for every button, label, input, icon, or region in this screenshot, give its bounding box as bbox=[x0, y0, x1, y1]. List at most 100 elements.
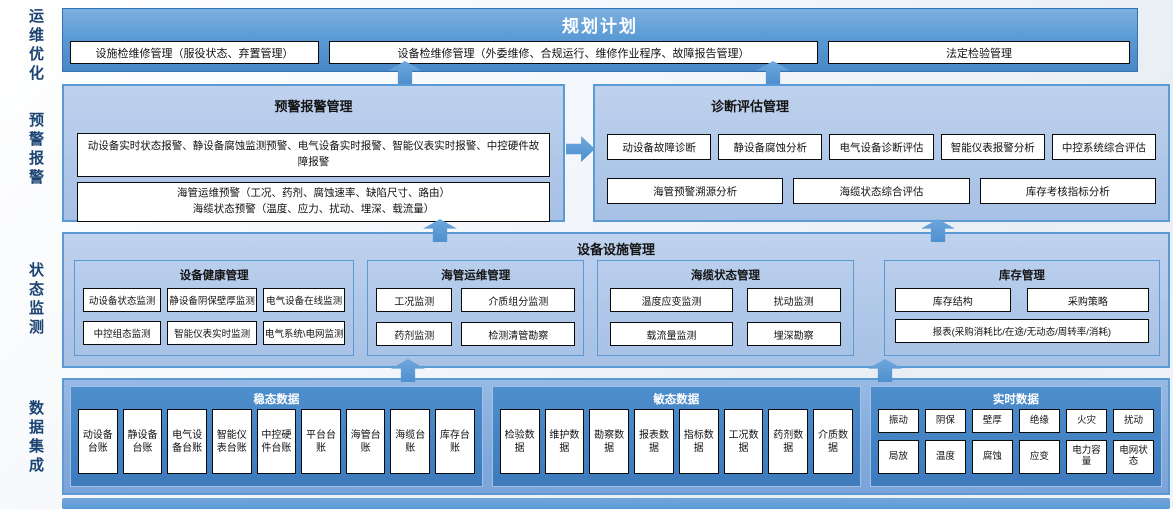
data-box: 平台台账 bbox=[301, 409, 341, 474]
module-box: 检测清管勘察 bbox=[461, 322, 576, 346]
group-title: 稳态数据 bbox=[253, 394, 300, 406]
data-box: 维护数据 bbox=[544, 409, 585, 474]
group-items: 检验数据维护数据勘察数据报表数据指标数据工况数据药剂数据介质数据 bbox=[499, 409, 853, 474]
module-box: 动设备故障诊断 bbox=[607, 134, 712, 160]
alarm-panel-title: 预警报警管理 bbox=[274, 99, 353, 114]
diagnosis-row-2: 海管预警溯源分析海缆状态综合评估库存考核指标分析 bbox=[607, 178, 1156, 204]
data-box: 电网状态 bbox=[1112, 439, 1154, 474]
data-box: 温度 bbox=[924, 439, 966, 474]
module-box: 工况监测 bbox=[376, 288, 453, 312]
module-box: 电气系统\电网监测 bbox=[263, 321, 346, 345]
module-box: 采购策略 bbox=[1026, 288, 1149, 312]
data-box: 药剂数据 bbox=[768, 409, 809, 474]
group-sensitive-data: 敏态数据 检验数据维护数据勘察数据报表数据指标数据工况数据药剂数据介质数据 bbox=[491, 386, 861, 487]
module-box: 中控组态监测 bbox=[83, 321, 162, 345]
group-title: 库存管理 bbox=[998, 270, 1045, 282]
module-box-statutory-inspection: 法定检验管理 bbox=[827, 41, 1130, 64]
data-box: 勘察数据 bbox=[589, 409, 630, 474]
data-box: 静设备台账 bbox=[122, 409, 163, 474]
module-box: 海缆状态综合评估 bbox=[793, 178, 970, 204]
group-title: 海缆状态管理 bbox=[691, 270, 761, 282]
group-items: 动设备状态监测静设备阴保壁厚监测电气设备在线监测中控组态监测智能仪表实时监测电气… bbox=[75, 288, 353, 345]
module-box: 药剂监测 bbox=[376, 322, 453, 346]
module-box: 温度应变监测 bbox=[610, 288, 733, 312]
data-box: 腐蚀 bbox=[971, 439, 1013, 474]
group-items: 动设备台账静设备台账电气设备台账智能仪表台账中控硬件台账平台台账海管台账海缆台账… bbox=[78, 409, 475, 474]
data-groups-row: 稳态数据 动设备台账静设备台账电气设备台账智能仪表台账中控硬件台账平台台账海管台… bbox=[70, 386, 1162, 487]
module-box: 埋深勘察 bbox=[746, 322, 841, 346]
alarm-management-panel: 预警报警管理 动设备实时状态报警、静设备腐蚀监测预警、电气设备实时报警、智能仪表… bbox=[62, 84, 565, 222]
data-box: 扰动 bbox=[1112, 409, 1154, 433]
diagnosis-panel-title: 诊断评估管理 bbox=[710, 99, 789, 114]
data-box: 绝缘 bbox=[1018, 409, 1060, 433]
rail-label-operations: 运维优化 bbox=[27, 8, 44, 84]
module-box-equipment-maintenance: 设备检维修管理（外委维修、合规运行、维修作业程序、故障报告管理） bbox=[329, 41, 818, 64]
group-title: 海管运维管理 bbox=[441, 270, 511, 282]
group-steady-data: 稳态数据 动设备台账静设备台账电气设备台账智能仪表台账中控硬件台账平台台账海管台… bbox=[70, 386, 483, 487]
data-box: 电力容量 bbox=[1065, 439, 1107, 474]
facility-management-panel: 设备设施管理 设备健康管理 动设备状态监测静设备阴保壁厚监测电气设备在线监测中控… bbox=[62, 232, 1170, 368]
planning-items-row: 设施检维修管理（服役状态、弃置管理） 设备检维修管理（外委维修、合规运行、维修作… bbox=[70, 41, 1130, 64]
module-box: 静设备阴保壁厚监测 bbox=[167, 288, 258, 312]
group-inventory: 库存管理 库存结构采购策略 报表(采购消耗比/在途/无动态/周转率/消耗) bbox=[883, 260, 1160, 356]
data-box: 海管台账 bbox=[345, 409, 386, 474]
rail-label-integration: 数据集成 bbox=[27, 400, 44, 476]
data-box: 动设备台账 bbox=[78, 409, 118, 474]
data-box: 工况数据 bbox=[723, 409, 764, 474]
module-box: 中控系统综合评估 bbox=[1051, 134, 1157, 160]
data-integration-panel: 稳态数据 动设备台账静设备台账电气设备台账智能仪表台账中控硬件台账平台台账海管台… bbox=[62, 378, 1170, 495]
rail-label-monitoring: 状态监测 bbox=[27, 262, 44, 338]
group-title: 设备健康管理 bbox=[179, 270, 249, 282]
data-box: 指标数据 bbox=[678, 409, 719, 474]
module-box-pipeline-cable-warning: 海管运维预警（工况、药剂、腐蚀速率、缺陷尺寸、路由） 海缆状态预警（温度、应力、… bbox=[77, 182, 550, 222]
module-box: 介质组分监测 bbox=[461, 288, 576, 312]
group-title: 敏态数据 bbox=[653, 394, 700, 406]
data-box: 报表数据 bbox=[634, 409, 674, 474]
data-box: 壁厚 bbox=[971, 409, 1013, 433]
data-box: 检验数据 bbox=[499, 409, 540, 474]
data-box: 中控硬件台账 bbox=[256, 409, 297, 474]
data-box: 振动 bbox=[877, 409, 919, 433]
data-box: 火灾 bbox=[1065, 409, 1107, 433]
module-box: 扰动监测 bbox=[746, 288, 841, 312]
module-box: 库存结构 bbox=[894, 288, 1011, 312]
module-box: 海管预警溯源分析 bbox=[607, 178, 784, 204]
right-arrow-icon bbox=[566, 136, 595, 162]
data-box: 介质数据 bbox=[813, 409, 853, 474]
module-box: 智能仪表报警分析 bbox=[940, 134, 1045, 160]
diagnosis-row-1: 动设备故障诊断静设备腐蚀分析电气设备诊断评估智能仪表报警分析中控系统综合评估 bbox=[607, 134, 1157, 160]
rail-label-warning: 预警报警 bbox=[27, 112, 44, 188]
data-box: 库存台账 bbox=[435, 409, 475, 474]
module-box: 电气设备诊断评估 bbox=[829, 134, 934, 160]
group-pipeline-operations: 海管运维管理 工况监测介质组分监测药剂监测检测清管勘察 bbox=[367, 260, 585, 356]
group-items: 温度应变监测扰动监测载流量监测埋深勘察 bbox=[598, 288, 852, 346]
data-box: 智能仪表台账 bbox=[211, 409, 252, 474]
facility-panel-title: 设备设施管理 bbox=[576, 242, 655, 257]
data-box: 电气设备台账 bbox=[167, 409, 207, 474]
planning-layer: 规划计划 设施检维修管理（服役状态、弃置管理） 设备检维修管理（外委维修、合规运… bbox=[62, 8, 1138, 72]
data-box: 局放 bbox=[877, 439, 919, 474]
module-box-facility-maintenance: 设施检维修管理（服役状态、弃置管理） bbox=[70, 41, 320, 64]
planning-title: 规划计划 bbox=[562, 17, 638, 36]
module-box-inventory-report: 报表(采购消耗比/在途/无动态/周转率/消耗) bbox=[894, 319, 1149, 343]
module-box: 动设备状态监测 bbox=[83, 288, 162, 312]
module-box: 电气设备在线监测 bbox=[263, 288, 346, 312]
group-cable-status: 海缆状态管理 温度应变监测扰动监测载流量监测埋深勘察 bbox=[597, 260, 854, 356]
group-equipment-health: 设备健康管理 动设备状态监测静设备阴保壁厚监测电气设备在线监测中控组态监测智能仪… bbox=[74, 260, 355, 356]
group-items: 振动阴保壁厚绝缘火灾扰动局放温度腐蚀应变电力容量电网状态 bbox=[877, 409, 1154, 474]
group-items: 工况监测介质组分监测药剂监测检测清管勘察 bbox=[368, 288, 583, 346]
data-box: 阴保 bbox=[924, 409, 966, 433]
bottom-accent-bar bbox=[62, 498, 1170, 509]
group-items: 库存结构采购策略 bbox=[885, 288, 1159, 312]
module-box: 载流量监测 bbox=[610, 322, 733, 346]
facility-groups-row: 设备健康管理 动设备状态监测静设备阴保壁厚监测电气设备在线监测中控组态监测智能仪… bbox=[74, 260, 1160, 356]
module-box: 智能仪表实时监测 bbox=[167, 321, 258, 345]
module-box: 库存考核指标分析 bbox=[979, 178, 1156, 204]
module-box: 静设备腐蚀分析 bbox=[718, 134, 823, 160]
group-realtime-data: 实时数据 振动阴保壁厚绝缘火灾扰动局放温度腐蚀应变电力容量电网状态 bbox=[869, 386, 1162, 487]
data-box: 海缆台账 bbox=[390, 409, 431, 474]
group-title: 实时数据 bbox=[992, 394, 1039, 406]
module-box-realtime-alarms: 动设备实时状态报警、静设备腐蚀监测预警、电气设备实时报警、智能仪表实时报警、中控… bbox=[77, 133, 550, 177]
data-box: 应变 bbox=[1018, 439, 1060, 474]
